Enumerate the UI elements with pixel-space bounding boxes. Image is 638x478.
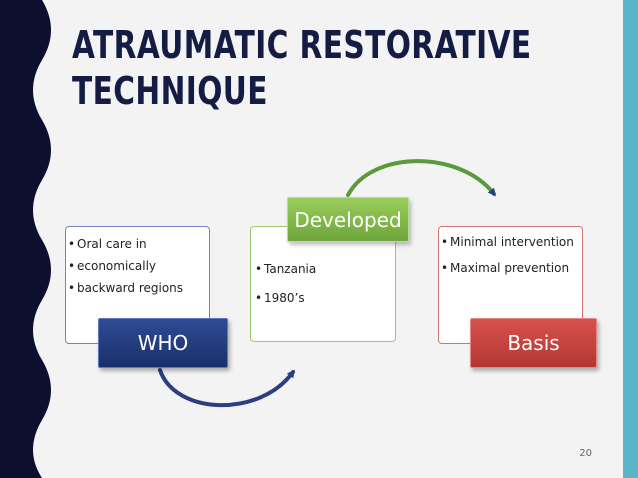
slide-title-line-1: ATRAUMATIC RESTORATIVE — [72, 23, 532, 67]
developed-label-box: Developed — [287, 197, 409, 242]
who-bullet: economically — [68, 255, 203, 277]
curved-arrow-developed-to-basis — [346, 159, 496, 197]
right-accent-band — [623, 0, 638, 478]
who-bullet: Oral care in — [68, 233, 203, 255]
who-bullet: backward regions — [68, 277, 203, 299]
developed-bullet: 1980’s — [255, 284, 389, 313]
basis-bullet: Minimal intervention — [441, 229, 578, 255]
basis-bullet: Maximal prevention — [441, 255, 578, 281]
wavy-left-band — [0, 0, 51, 478]
developed-bullet-list: Tanzania 1980’s — [251, 227, 395, 313]
basis-bullet-list: Minimal intervention Maximal prevention — [439, 227, 582, 281]
curved-arrow-who-to-developed — [158, 368, 295, 408]
slide-title-line-2: TECHNIQUE — [72, 69, 268, 113]
who-label-box: WHO — [98, 318, 228, 368]
page-number: 20 — [579, 448, 592, 459]
developed-bullet: Tanzania — [255, 255, 389, 284]
who-bullet-list: Oral care in economically backward regio… — [66, 227, 209, 299]
basis-label-box: Basis — [470, 318, 597, 368]
slide-title: ATRAUMATIC RESTORATIVE TECHNIQUE — [72, 22, 532, 114]
